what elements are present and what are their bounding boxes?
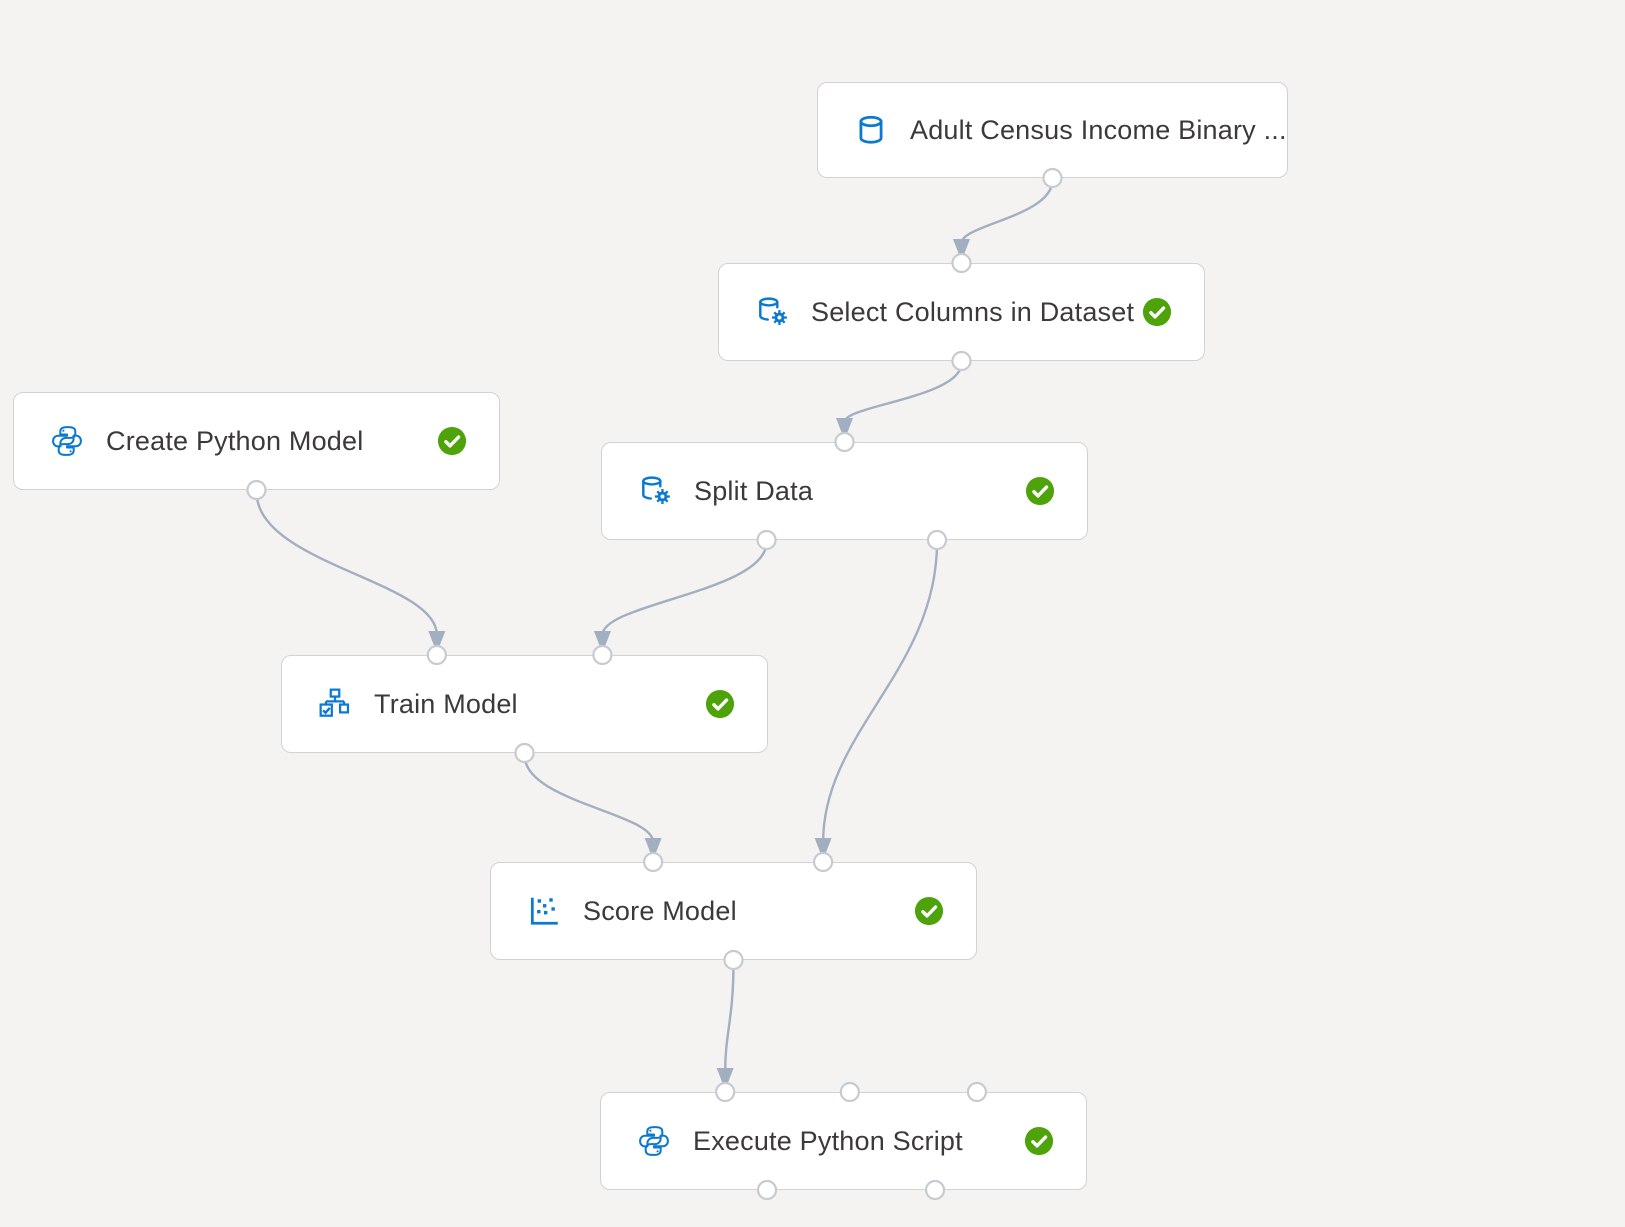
module-label: Train Model	[374, 688, 518, 719]
python-icon	[637, 1124, 671, 1158]
create-python-model-node[interactable]: Create Python Model	[13, 392, 500, 490]
status-completed-icon	[437, 426, 467, 456]
module-label: Select Columns in Dataset	[811, 296, 1135, 327]
module-label: Adult Census Income Binary ...	[910, 114, 1287, 145]
status-completed-icon	[1142, 297, 1172, 327]
module-label: Execute Python Script	[693, 1125, 963, 1156]
train-model-node[interactable]: Train Model	[281, 655, 768, 753]
scatter-plot-icon	[527, 894, 561, 928]
status-completed-icon	[705, 689, 735, 719]
dataset-gear-icon	[638, 474, 672, 508]
status-completed-icon	[1025, 476, 1055, 506]
score-model-node[interactable]: Score Model	[490, 862, 977, 960]
module-label: Create Python Model	[106, 425, 364, 456]
dataset-gear-icon	[755, 295, 789, 329]
status-completed-icon	[1024, 1126, 1054, 1156]
split-data-node[interactable]: Split Data	[601, 442, 1088, 540]
module-label: Score Model	[583, 895, 737, 926]
python-icon	[50, 424, 84, 458]
adult-census-dataset-node[interactable]: Adult Census Income Binary ...	[817, 82, 1288, 178]
module-label: Split Data	[694, 475, 814, 506]
status-completed-icon	[914, 896, 944, 926]
execute-python-script-node[interactable]: Execute Python Script	[600, 1092, 1087, 1190]
train-model-icon	[318, 687, 352, 721]
dataset-cylinder-icon	[854, 113, 888, 147]
select-columns-in-dataset-node[interactable]: Select Columns in Dataset	[718, 263, 1205, 361]
